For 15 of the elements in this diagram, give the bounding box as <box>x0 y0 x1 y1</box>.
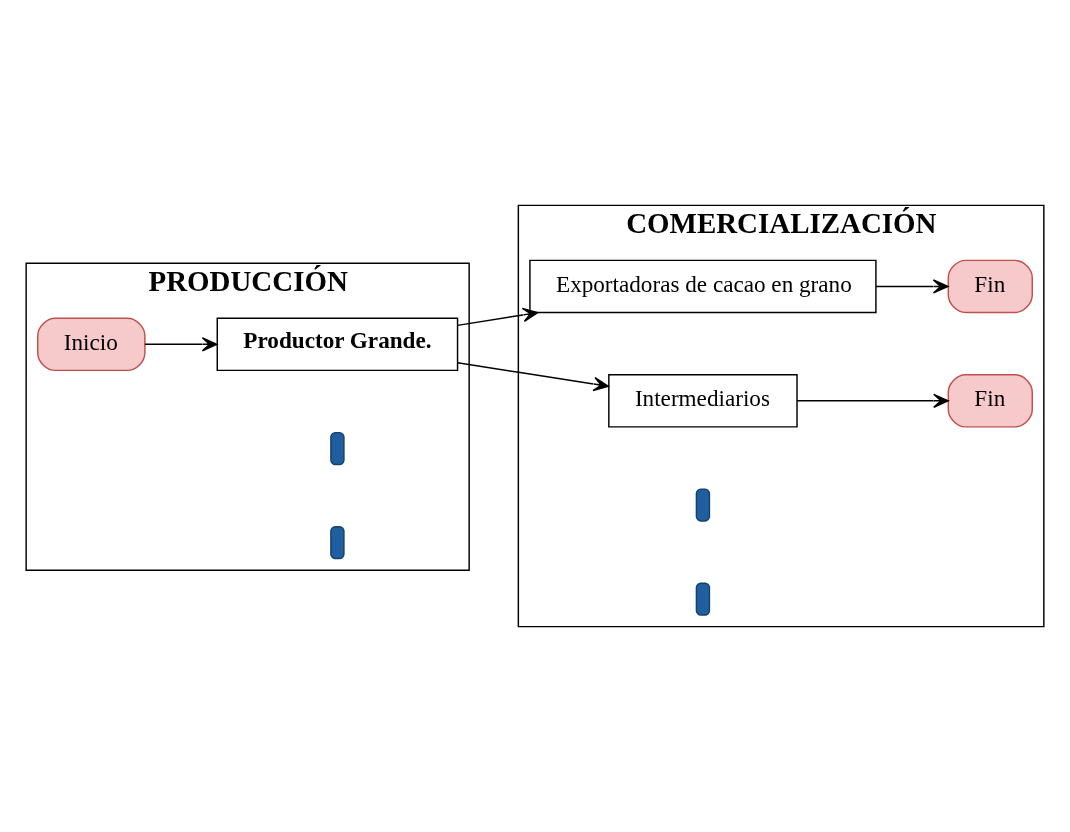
node-bar <box>695 582 711 616</box>
node-box: Inicio <box>37 317 146 372</box>
arrow <box>456 362 610 392</box>
node-box: Fin <box>947 374 1033 428</box>
node-bar <box>330 526 345 560</box>
node-bar <box>330 431 345 466</box>
node-box: Productor Grande. <box>216 317 459 372</box>
node-box: Fin <box>947 259 1033 314</box>
node-box: Exportadoras de cacao en grano <box>529 259 877 314</box>
arrow <box>875 279 949 294</box>
node-bar <box>695 488 711 522</box>
arrow <box>456 307 539 327</box>
arrow <box>796 393 949 409</box>
arrow <box>144 337 218 352</box>
node-box: Intermediarios <box>608 374 798 428</box>
